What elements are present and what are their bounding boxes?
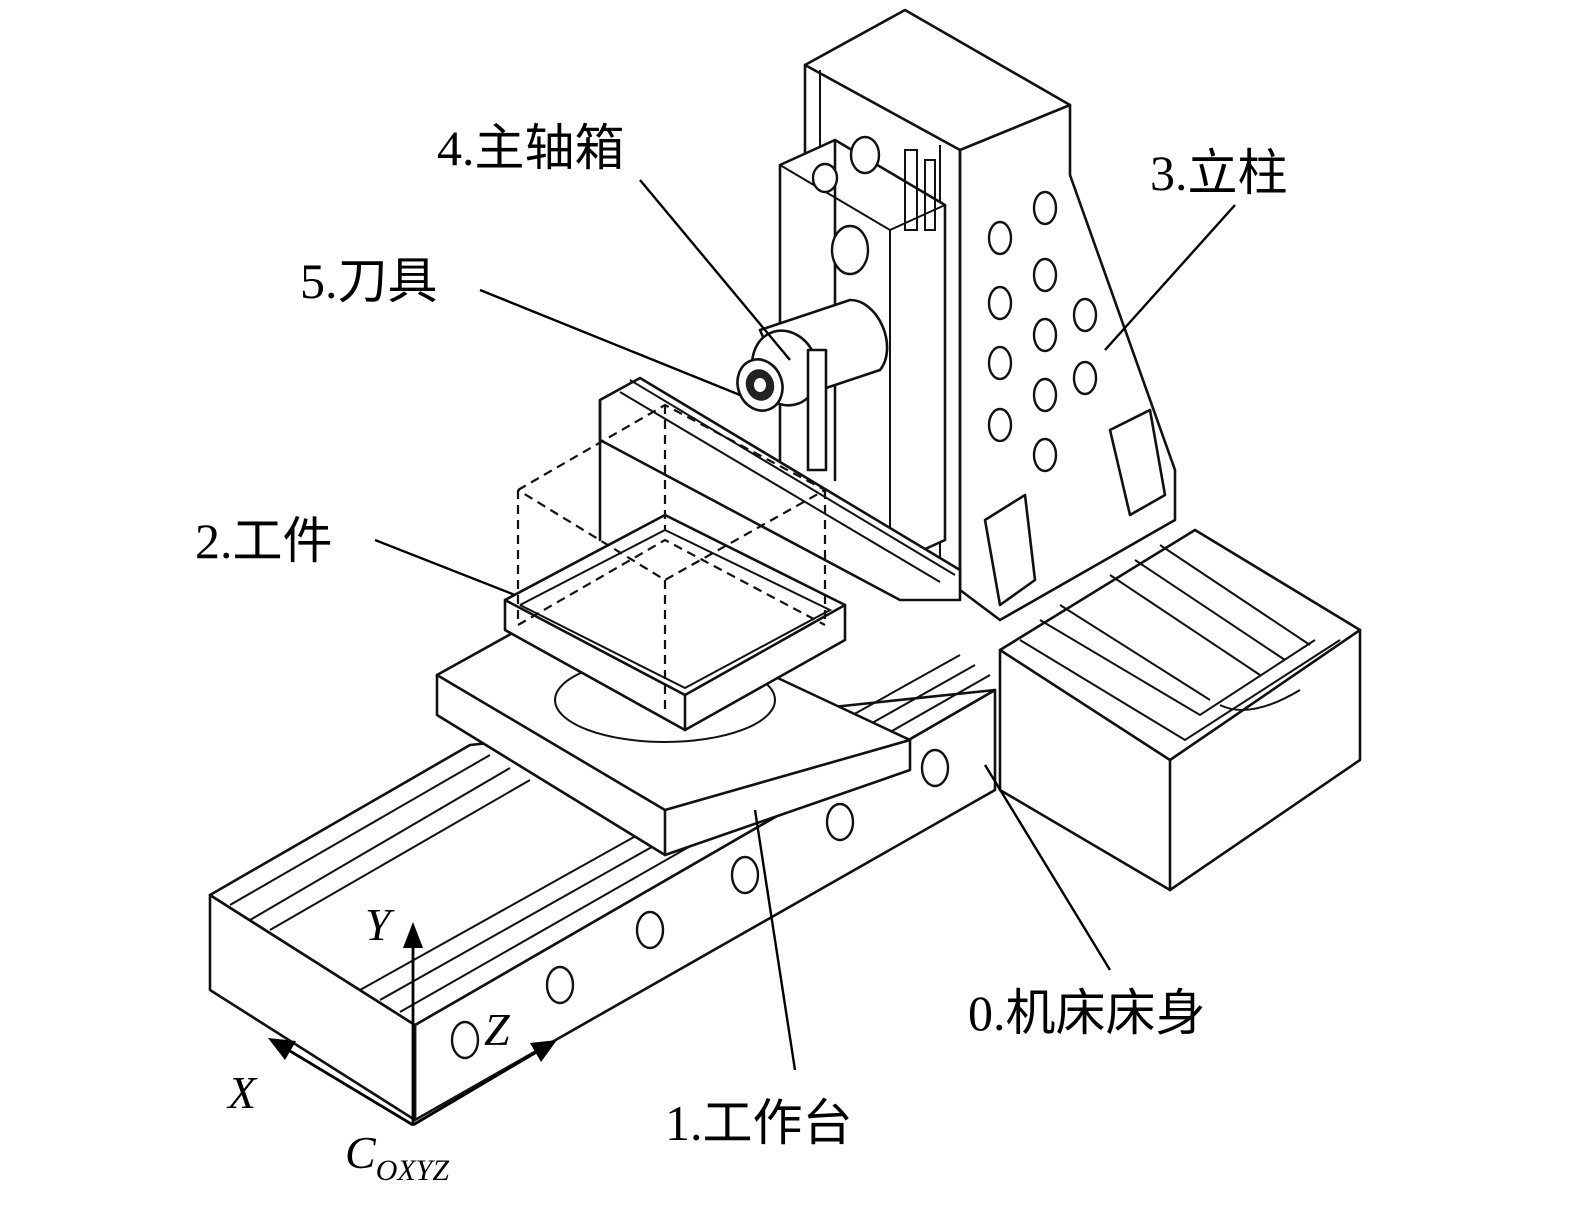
y-axis-label: Y [365,899,395,950]
coordinate-axes [268,922,557,1127]
label-spindle-box: 4.主轴箱 [437,120,625,176]
workpiece [503,513,847,732]
origin-label: COXYZ [345,1127,449,1187]
leader-lines [374,179,1236,1071]
label-tool: 5.刀具 [300,253,438,309]
label-worktable: 1.工作台 [665,1095,853,1151]
origin-subscript: OXYZ [376,1154,450,1187]
label-workpiece: 2.工件 [195,513,333,569]
origin-main: C [345,1127,377,1178]
y-axis-arrow [403,922,423,948]
saddle [598,376,962,602]
z-axis-arrow [530,1040,557,1062]
cross-bed [998,528,1362,892]
x-axis-arrow [268,1038,296,1060]
label-column: 3.立柱 [1150,145,1288,201]
label-bed: 0.机床床身 [968,985,1206,1041]
cutting-tool [736,358,784,412]
workspace-dashed-cube [516,403,828,715]
x-axis-label: X [226,1067,258,1118]
spindle-box [750,135,947,567]
bed-holes [450,748,950,1060]
column-holes [987,190,1098,473]
z-axis-label: Z [484,1004,510,1055]
